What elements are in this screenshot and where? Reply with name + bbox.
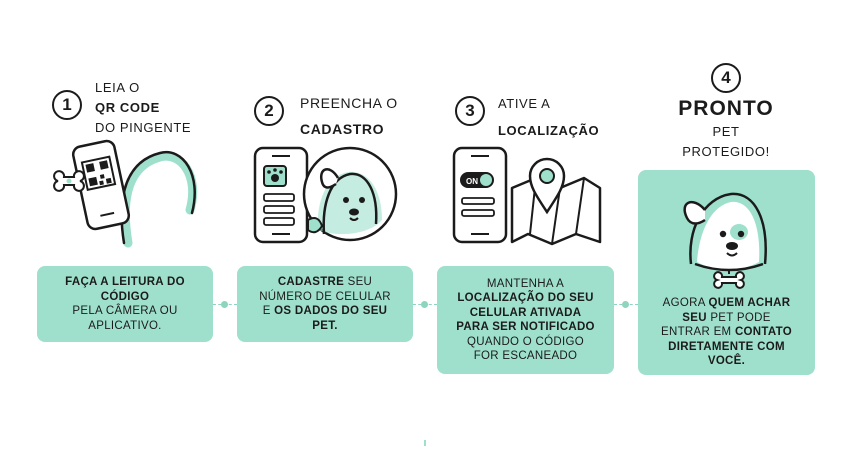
step-4-title: PRONTO PET PROTEGIDO!	[640, 96, 812, 162]
phone-scanning-qr-tag-icon	[53, 139, 198, 248]
dog-with-bone-tag-icon	[683, 192, 767, 289]
step-3-title-line-1: ATIVE A	[498, 96, 551, 111]
step-3-card-line-2: LOCALIZAÇÃO DO SEU	[457, 292, 594, 304]
bone-tag-icon	[53, 170, 85, 192]
step-3-title: ATIVE A LOCALIZAÇÃO	[498, 90, 599, 144]
step-4-card-line-1: AGORA QUEM ACHAR	[662, 297, 791, 309]
step-4-title-line-3: PROTEGIDO!	[682, 144, 770, 159]
connector-dot-2	[421, 301, 428, 308]
step-1-card-line-2: CÓDIGO	[100, 290, 150, 303]
step-2-title: PREENCHA O CADASTRO	[300, 90, 398, 142]
step-3-card-line-4: PARA SER NOTIFICADO	[456, 321, 595, 333]
step-1-title-line-3: DO PINGENTE	[95, 120, 192, 135]
connector-dot-1	[221, 301, 228, 308]
step-4-number-badge: 4	[711, 63, 741, 93]
map-pin-icon	[528, 157, 566, 215]
step-3-card: MANTENHA A LOCALIZAÇÃO DO SEU CELULAR AT…	[437, 266, 614, 374]
step-2-title-line-2: CADASTRO	[300, 121, 385, 137]
step-2-card-line-4: PET.	[312, 319, 338, 332]
step-2-title-line-1: PREENCHA O	[300, 95, 398, 111]
step-3-card-line-3: CELULAR ATIVADA	[469, 306, 582, 319]
step-1-number-badge: 1	[52, 90, 82, 120]
step-1-card-line-3: PELA CÂMERA OU	[72, 305, 178, 317]
step-4-card-line-4: DIRETAMENTE COM	[668, 340, 785, 353]
step-1-card-line-1: FAÇA A LEITURA DO	[65, 276, 185, 288]
step-1-title: LEIA O QR CODE DO PINGENTE	[95, 78, 191, 138]
step-4-card-line-3: ENTRAR EM CONTATO	[661, 326, 792, 338]
location-toggle-map-icon: ON	[452, 146, 602, 246]
step-2-number-badge: 2	[254, 96, 284, 126]
step-3-title-line-2: LOCALIZAÇÃO	[498, 123, 600, 138]
step-3-card-line-1: MANTENHA A	[486, 277, 565, 290]
step-4-card-line-5: VOCÊ.	[707, 355, 746, 367]
step-1-title-line-2: QR CODE	[95, 100, 160, 115]
step-1-card-line-4: APLICATIVO.	[88, 319, 162, 332]
step-4-title-line-1: PRONTO	[678, 97, 774, 120]
connector-dot-3	[622, 301, 629, 308]
toggle-on-label: ON	[466, 177, 478, 186]
bottom-tick-mark	[424, 440, 426, 446]
step-3-card-line-5: QUANDO O CÓDIGO	[467, 335, 584, 348]
step-1-card: FAÇA A LEITURA DO CÓDIGO PELA CÂMERA OU …	[37, 266, 213, 342]
step-2-card: CADASTRE SEU NÚMERO DE CELULAR E OS DADO…	[237, 266, 413, 342]
step-4-title-line-2: PET	[712, 124, 740, 139]
step-4-card-line-2: SEU PET PODE	[682, 311, 771, 324]
step-4-card: AGORA QUEM ACHAR SEU PET PODE ENTRAR EM …	[638, 170, 815, 375]
step-2-card-line-3: E OS DADOS DO SEU	[262, 305, 388, 317]
phone-form-with-dog-icon	[253, 146, 398, 244]
step-2-card-line-2: NÚMERO DE CELULAR	[259, 290, 391, 303]
step-1-title-line-1: LEIA O	[95, 80, 140, 95]
step-3-number-badge: 3	[455, 96, 485, 126]
step-2-card-line-1: CADASTRE SEU	[277, 276, 373, 288]
step-3-card-line-6: FOR ESCANEADO	[473, 350, 578, 362]
